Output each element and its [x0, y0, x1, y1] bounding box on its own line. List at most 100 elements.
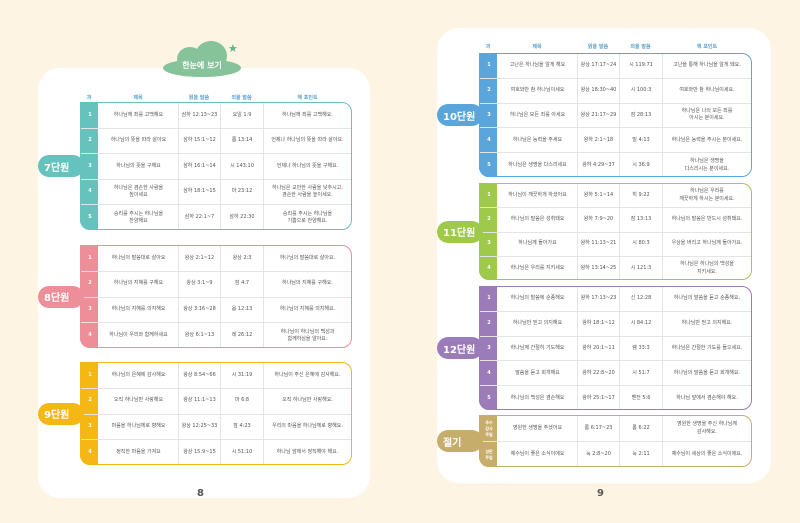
lesson-number: 1 [88, 111, 92, 118]
lesson-title: 하나님만 믿고 의지해요 [498, 311, 578, 336]
lesson-number: 3 [88, 306, 92, 313]
lesson-title: 하나님의 말씀은 성취돼요 [498, 208, 578, 232]
key-point: 우리의 마음을 하나님께로 향해요. [272, 423, 343, 430]
key-point: 우상을 버리고 하나님께 돌아가요. [671, 240, 743, 247]
reading-passage: 눅 2:8~20 [578, 442, 620, 466]
reading-passage: 롬 6:17~23 [578, 416, 620, 441]
table-background [80, 362, 352, 465]
column-header: 과 [86, 95, 92, 101]
key-point: 고난을 통해 하나님을 알게 돼요. [673, 62, 741, 69]
unit-label: 10단원 [437, 104, 483, 126]
page-number-left: 8 [197, 488, 204, 499]
lesson-title: 하나님의 지혜를 의지해요 [99, 297, 179, 323]
unit-label: 9단원 [38, 402, 84, 425]
reading-passage: 왕상 2:1~12 [179, 246, 221, 271]
lesson-title: 마음을 하나님께로 향해요 [99, 414, 179, 440]
memory-verse: 시 36:9 [620, 153, 663, 176]
column-header: 제목 [133, 95, 143, 101]
key-point: 하나님 앞에서 정직해야 해요. [276, 449, 339, 456]
column-header: 과 [485, 44, 491, 50]
column-header: 핵 포인트 [696, 44, 718, 50]
key-point: 하나님은 하나님의 백성을 지키세요. [680, 261, 734, 275]
memory-verse: 눅 2:11 [620, 442, 663, 466]
reading-passage: 왕하 2:1~18 [578, 128, 620, 153]
column-header: 제목 [532, 44, 542, 50]
lesson-number: 4 [487, 136, 491, 143]
table-background [80, 102, 352, 230]
key-point: 예수님이 세상의 좋은 소식이에요. [671, 451, 743, 458]
reading-passage: 왕하 25:1~17 [578, 386, 620, 409]
key-point: 하나님은 간절한 기도를 들으세요. [671, 344, 743, 351]
key-point: 하나님은 능력을 주시는 분이세요. [671, 136, 743, 143]
memory-verse: 시 51:10 [221, 440, 264, 464]
column-header: 읽을 말씀 [587, 44, 609, 50]
column-header: 핵 포인트 [297, 95, 318, 101]
reading-passage: 왕하 18:1~12 [578, 311, 620, 336]
lesson-number: 2 [88, 397, 92, 404]
memory-verse: 잠 4:7 [221, 271, 264, 297]
reading-passage: 삼하 22:1~7 [179, 205, 221, 229]
lesson-number: 4 [88, 332, 92, 339]
lesson-title: 정직한 마음을 가져요 [99, 440, 179, 464]
reading-passage: 왕하 5:1~14 [578, 184, 620, 208]
lesson-title: 하나님은 겸손한 사람을 높이세요 [99, 179, 179, 205]
lesson-number: 1 [487, 295, 491, 302]
lesson-title: 예수님이 좋은 소식이에요 [498, 442, 578, 466]
memory-verse: 잠 28:13 [620, 103, 663, 128]
lesson-title: 하나님의 백성은 겸손해요 [498, 386, 578, 409]
number-column [80, 245, 98, 348]
lesson-title: 고난은 하나님을 알게 해요 [498, 54, 578, 78]
number-column [80, 362, 98, 465]
memory-verse: 왕상 2:3 [221, 246, 264, 271]
number-column [80, 102, 98, 230]
key-point: 하나님은 교만한 사람을 낮추시고, 겸손한 사람을 높이세요. [272, 184, 343, 199]
lesson-title: 하나님은 능력을 주세요 [498, 128, 578, 153]
key-point: 하나님은 우리를 깨끗하게 하시는 분이세요. [679, 188, 735, 202]
lesson-title: 하나님의 은혜에 감사해요 [99, 363, 179, 388]
key-point: 하나님의 지혜를 의지해요. [279, 306, 336, 313]
memory-verse: 시 119:71 [620, 54, 663, 78]
key-point: 하나님의 말씀대로 살아요. [279, 254, 336, 261]
lesson-title: 하나님의 뜻을 구해요 [99, 154, 179, 179]
key-point: 하나님께 죄를 고백해요. [282, 111, 333, 118]
reading-passage: 왕상 12:25~33 [179, 414, 221, 440]
memory-verse: 레 26:12 [221, 323, 264, 347]
memory-verse: 시 80:3 [620, 232, 663, 256]
memory-verse: 롬 6:22 [620, 416, 663, 441]
number-column [479, 286, 497, 410]
memory-verse: 요일 1:9 [221, 103, 264, 128]
lesson-title: 오직 하나님만 사랑해요 [99, 388, 179, 414]
key-point: 하나님이 하나님의 백성과 함께하심을 알아요. [280, 328, 335, 343]
memory-verse: 시 31:19 [221, 363, 264, 388]
shooting-star-icon: ★ [228, 42, 238, 55]
reading-passage: 왕하 11:13~21 [578, 232, 620, 256]
unit-label: 12단원 [437, 337, 483, 359]
reading-passage: 왕하 17:13~23 [578, 287, 620, 311]
unit-label: 8단원 [38, 285, 84, 308]
reading-passage: 왕하 22:8~20 [578, 361, 620, 386]
column-header: 읽을 말씀 [188, 95, 210, 101]
key-point: 하나님만 믿고 의지해요. [681, 319, 733, 326]
key-point: 영원한 생명을 주신 하나님께 감사해요. [677, 421, 737, 435]
